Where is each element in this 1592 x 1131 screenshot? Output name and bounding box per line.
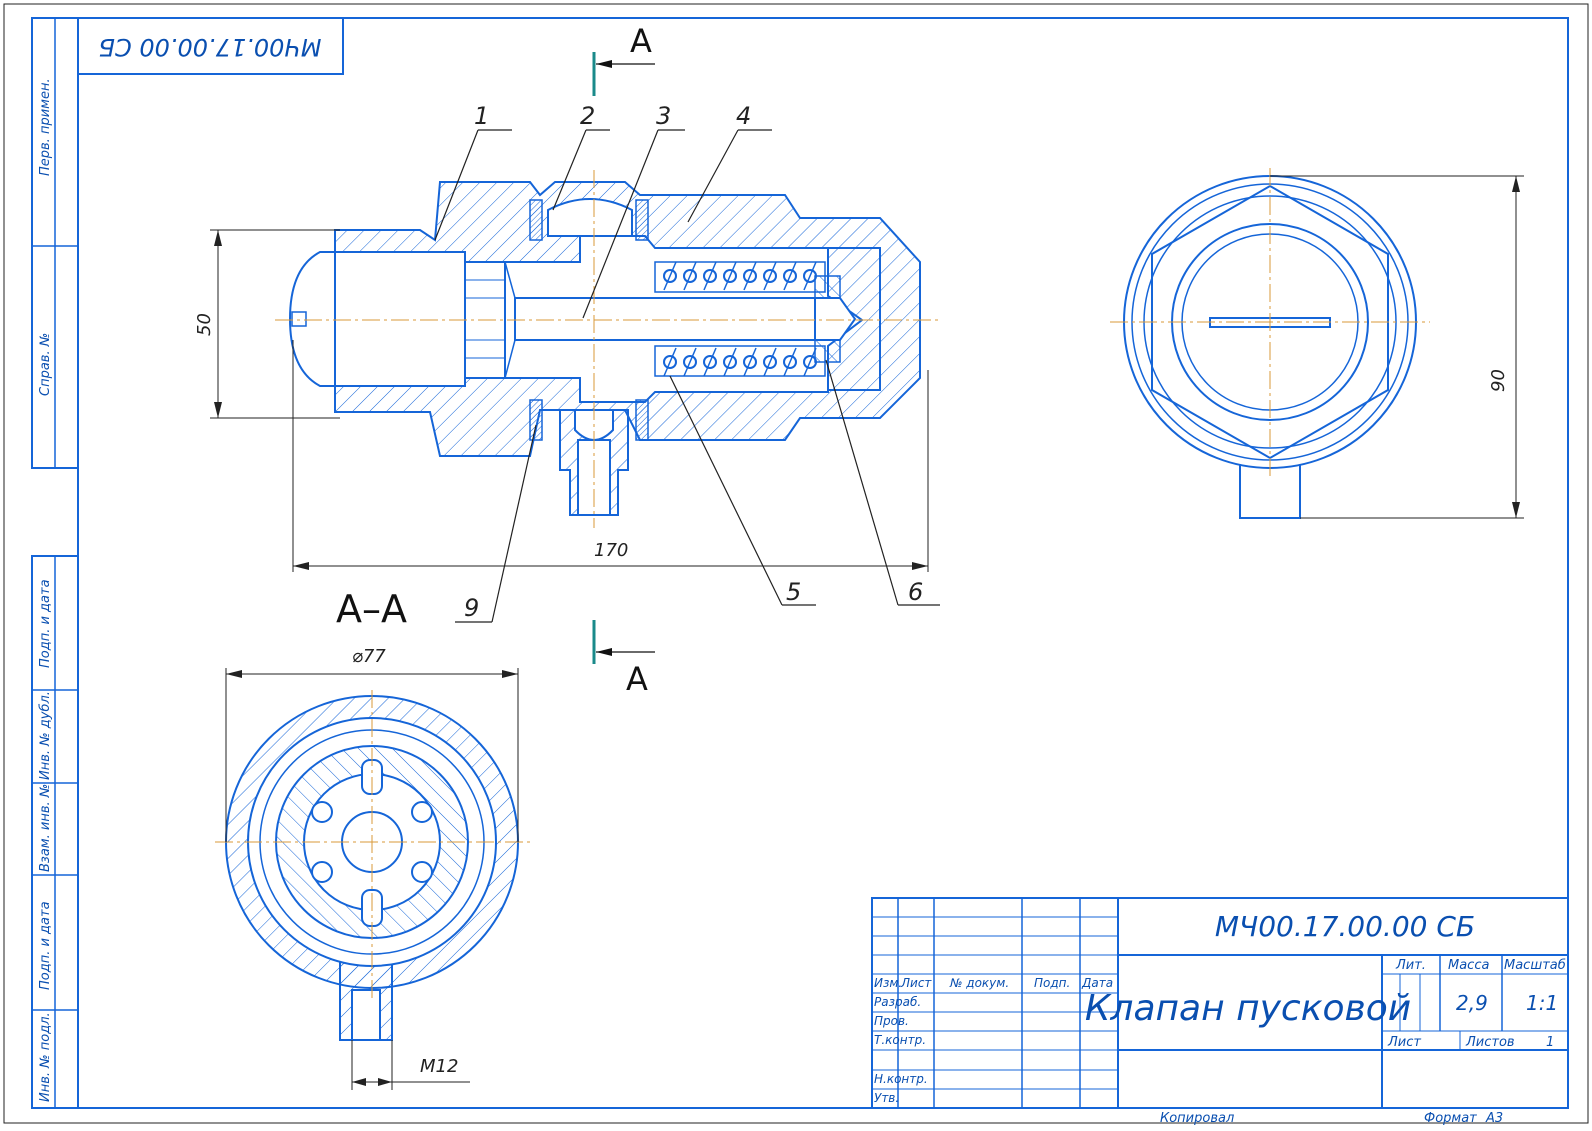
right-end-view <box>1110 168 1430 519</box>
header-massa: Масса <box>1448 958 1489 973</box>
dim-length: 170 <box>594 540 628 561</box>
side-label-inv-podl: Инв. № подл. <box>38 1012 53 1102</box>
section-a-a-view <box>215 690 530 1041</box>
callout-1: 1 <box>474 102 489 130</box>
row-prov: Пров. <box>874 1014 909 1028</box>
sheets-value: 1 <box>1546 1035 1554 1050</box>
rotated-code-stamp: МЧ00.17.00.00 СБ <box>77 17 344 75</box>
dim-height: 50 <box>194 313 215 336</box>
callout-9: 9 <box>464 594 479 622</box>
side-label-podp-1: Подп. и дата <box>38 579 53 668</box>
side-label-inv-dubl: Инв. № дубл. <box>38 691 53 780</box>
section-cut-marks: А А А–А <box>336 22 655 698</box>
footer-format: Формат <box>1424 1111 1477 1126</box>
scale-value: 1:1 <box>1526 991 1558 1015</box>
callout-4: 4 <box>736 102 751 130</box>
side-label-vzam: Взам. инв. № <box>38 784 53 872</box>
dimension-lines-aa <box>225 668 519 1090</box>
title-block-code: МЧ00.17.00.00 СБ <box>1215 910 1475 943</box>
row-nkontr: Н.контр. <box>874 1072 928 1086</box>
callout-5: 5 <box>786 578 801 606</box>
callout-6: 6 <box>908 578 923 606</box>
footer: Копировал Формат А3 <box>1160 1111 1503 1126</box>
callout-3: 3 <box>656 102 671 130</box>
label-sheets: Листов <box>1465 1035 1515 1050</box>
header-masshtab: Масштаб <box>1504 958 1566 973</box>
dim-side: 90 <box>1488 369 1509 392</box>
dim-thread: M12 <box>420 1056 458 1077</box>
footer-copied: Копировал <box>1160 1111 1234 1126</box>
side-stamp-column: Перв. примен. Справ. № Подп. и дата Инв.… <box>31 17 79 1109</box>
side-label-sprav: Справ. № <box>38 333 53 396</box>
title-block: МЧ00.17.00.00 СБ Клапан пусковой Изм. Ли… <box>871 897 1569 1109</box>
header-lit: Лит. <box>1395 958 1426 973</box>
row-razrab: Разраб. <box>874 995 921 1009</box>
header-data: Дата <box>1081 976 1113 990</box>
cut-label-bottom: А <box>626 660 648 698</box>
footer-format-value: А3 <box>1485 1111 1503 1126</box>
header-podp: Подп. <box>1034 976 1070 990</box>
row-utv: Утв. <box>874 1091 899 1105</box>
callout-2: 2 <box>580 102 595 130</box>
dim-diameter: ⌀77 <box>352 646 386 667</box>
mass-value: 2,9 <box>1456 991 1488 1015</box>
main-section-view <box>275 170 940 528</box>
side-label-perv: Перв. примен. <box>38 78 53 176</box>
row-tkontr: Т.контр. <box>874 1033 926 1047</box>
cut-label-top: А <box>630 22 652 60</box>
sheet-outline <box>3 3 1589 1124</box>
header-doc: № докум. <box>949 976 1009 990</box>
label-sheet: Лист <box>1387 1035 1421 1050</box>
callout-numbers: 1 2 3 4 5 6 9 <box>464 102 923 622</box>
header-izm: Изм. <box>874 976 902 990</box>
title-block-name: Клапан пусковой <box>1085 988 1411 1029</box>
section-title: А–А <box>336 587 407 631</box>
dimension-lines-right <box>1270 175 1524 519</box>
callout-leaders <box>434 129 940 623</box>
rotated-code-text: МЧ00.17.00.00 СБ <box>98 33 321 61</box>
header-list: Лист <box>900 976 932 990</box>
dimension-lines-main <box>210 229 929 572</box>
side-label-podp-2: Подп. и дата <box>38 901 53 990</box>
